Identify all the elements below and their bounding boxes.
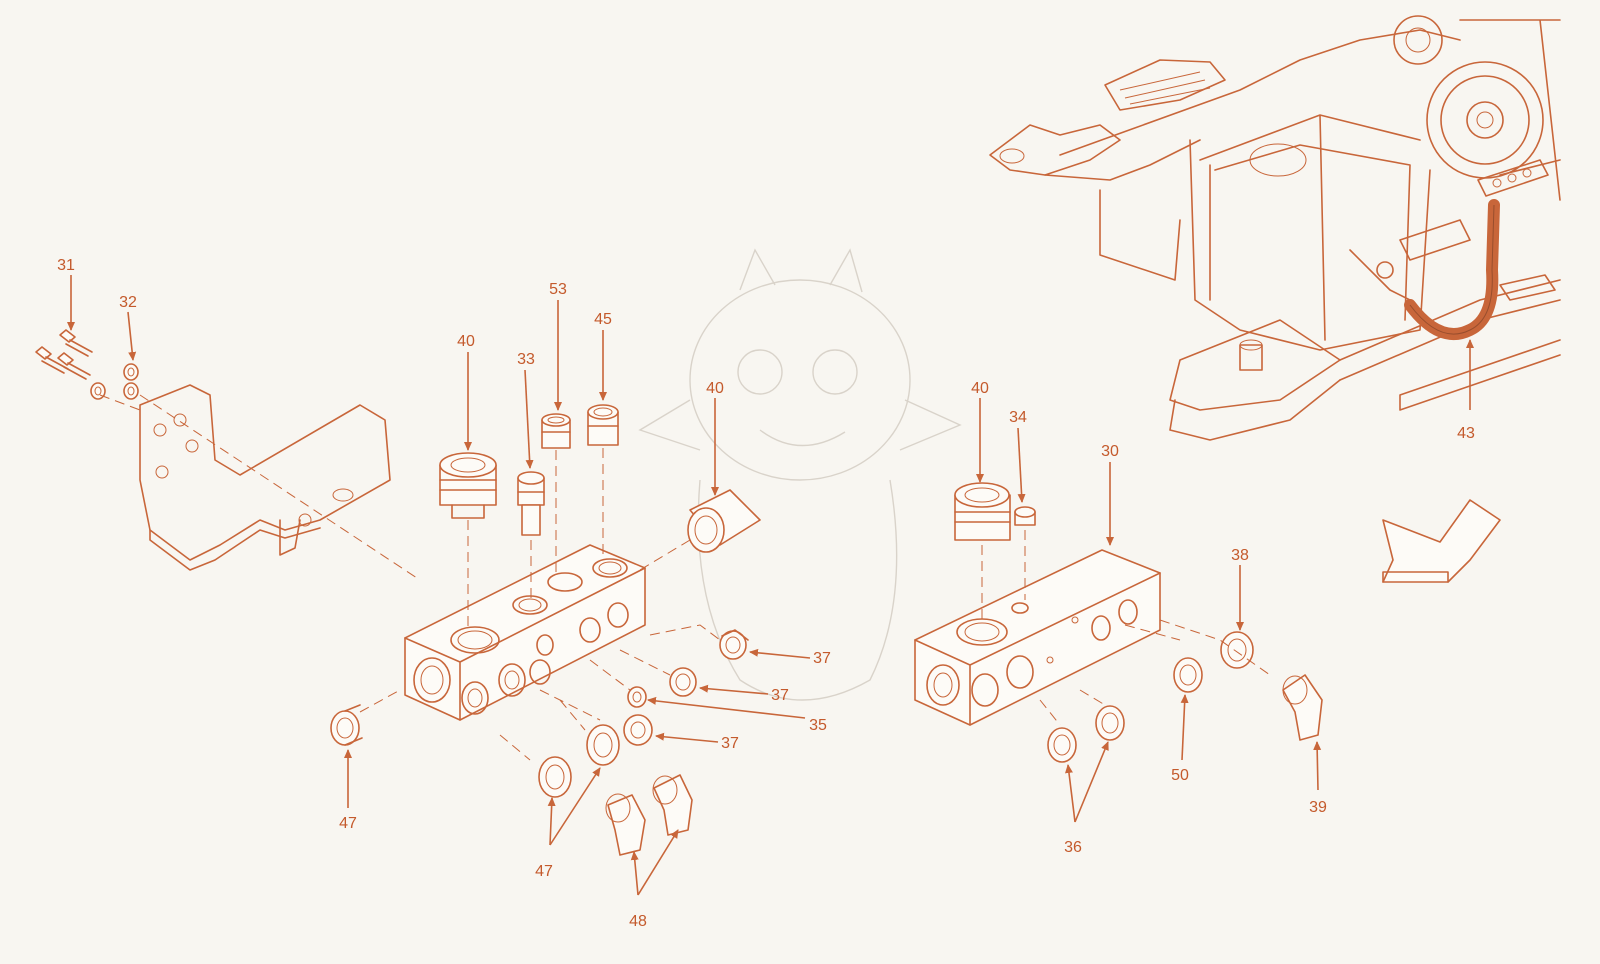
callout-37-c: 37 [721,735,739,752]
fitting-40-right [954,482,1011,541]
leader-lines [67,275,1474,896]
plug-35 [627,686,647,708]
mounting-bracket [139,384,391,571]
callout-37-b: 37 [771,687,789,704]
elbows-48 [605,774,693,856]
fitting-38 [1220,631,1254,669]
callout-31: 31 [57,257,75,274]
plug-37-c [623,714,653,746]
fitting-50 [1173,657,1203,693]
callout-45: 45 [594,311,612,328]
watermark-dragon-illustration [638,248,962,701]
fitting-40-side [687,489,761,553]
plug-47-left [330,704,363,746]
fitting-45 [587,404,619,446]
fitting-40-left [439,452,497,519]
callout-47-bottom: 47 [535,863,553,880]
callout-30: 30 [1101,443,1119,460]
callout-48: 48 [629,913,647,930]
callout-32: 32 [119,294,137,311]
hose-43 [1404,199,1500,340]
washers-32 [90,363,139,400]
plugs-36 [1047,705,1125,763]
fitting-53 [541,413,571,449]
callout-40-right: 40 [971,380,989,397]
manifold-block-left [404,544,646,721]
callout-53: 53 [549,281,567,298]
fitting-33 [517,471,545,536]
callout-labels: 31 32 40 33 53 45 40 40 34 30 38 37 37 3… [57,257,1475,930]
bolts-31 [35,329,93,380]
callout-35: 35 [809,717,827,734]
callout-39: 39 [1309,799,1327,816]
callout-47-left: 47 [339,815,357,832]
callout-33: 33 [517,351,535,368]
fittings-47-bottom [538,724,620,798]
callout-43: 43 [1457,425,1475,442]
callout-37-a: 37 [813,650,831,667]
machine-frame-assembly [989,15,1561,441]
callout-34: 34 [1009,409,1027,426]
manifold-block-right [914,549,1161,726]
callout-50: 50 [1171,767,1189,784]
plug-37-a [719,629,749,660]
plug-34 [1014,506,1036,526]
callout-40-left: 40 [457,333,475,350]
callout-40-side: 40 [706,380,724,397]
plug-37-b [669,667,697,697]
elbow-39 [1282,674,1323,741]
front-direction-arrow [1382,499,1501,583]
callout-36: 36 [1064,839,1082,856]
callout-38: 38 [1231,547,1249,564]
